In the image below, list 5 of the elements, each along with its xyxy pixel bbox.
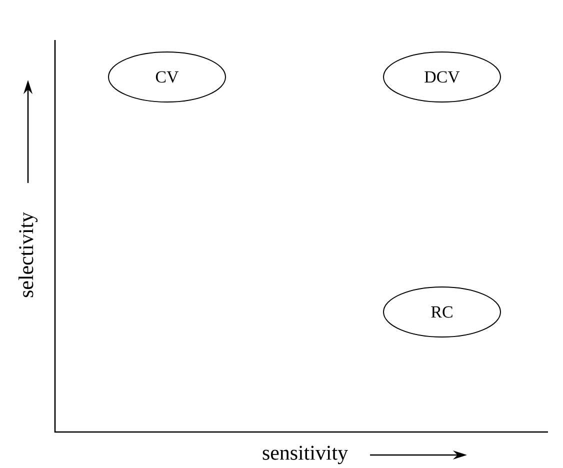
ellipse-node: DCV bbox=[383, 52, 501, 102]
ellipse-node: CV bbox=[108, 52, 226, 102]
axis-label: selectivity bbox=[18, 212, 38, 298]
ellipse-node: RC bbox=[383, 286, 501, 338]
axis-label: sensitivity bbox=[262, 446, 348, 464]
